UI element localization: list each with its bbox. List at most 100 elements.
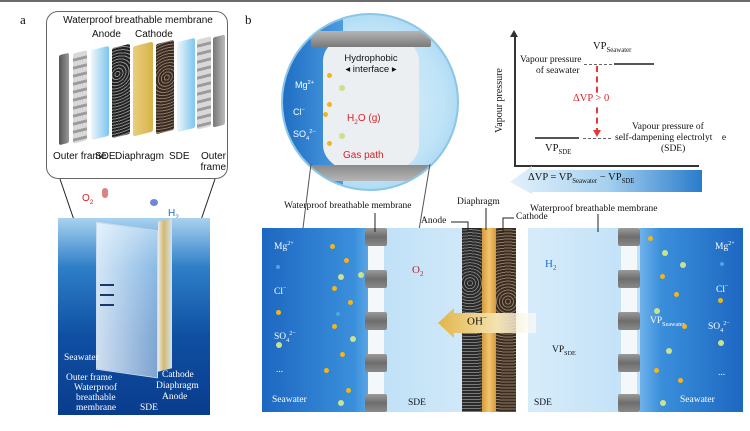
vp-sde-desc-3: (SDE)	[661, 144, 686, 154]
inset-connector-lines	[301, 163, 431, 237]
ion-dot	[350, 336, 356, 342]
vp-seawater-desc-2: of seawater	[536, 66, 580, 76]
vp-seawater-level	[614, 63, 654, 65]
ion-dot	[344, 258, 349, 263]
inset-ion-cl: Cl−	[293, 107, 305, 117]
ion-dot	[332, 324, 337, 329]
membrane-segment	[365, 228, 387, 246]
oh-arrow	[438, 308, 536, 338]
left-ion-so4: SO42−	[274, 331, 296, 345]
frame-slot	[100, 284, 114, 286]
right-ion-cl: Cl−	[716, 284, 729, 296]
ion-dot	[660, 400, 666, 406]
label-anode: Anode	[92, 29, 121, 40]
ion-dot	[348, 300, 353, 305]
label-breathable-a: breathable	[76, 393, 116, 403]
ion-dot	[718, 340, 724, 346]
label-outer-frame-right: Outer frame	[200, 151, 226, 173]
ion-dot	[339, 133, 345, 139]
frame-slot	[100, 304, 114, 306]
vp-y-axis-arrowhead	[510, 30, 518, 37]
ion-dot	[332, 286, 337, 291]
right-ion-more: ...	[718, 368, 726, 378]
ion-dot	[336, 312, 340, 316]
membrane-pore	[621, 288, 637, 312]
label-outer-frame-left: Outer frame	[53, 151, 107, 162]
label-cathode-b: Cathode	[516, 212, 548, 222]
vp-seawater-label: VPSeawater	[593, 41, 632, 55]
o2-label-b: O2	[412, 264, 424, 279]
cross-section-panel: OH− O2 H2 Mg2+ Cl− SO42− ... Mg2+ Cl− SO…	[262, 228, 743, 412]
seawater-right-region	[640, 228, 743, 412]
vp-y-axis	[514, 34, 516, 165]
membrane-segment	[365, 312, 387, 330]
ion-dot	[666, 348, 672, 354]
ion-dot	[660, 274, 665, 279]
ion-dot	[276, 265, 280, 269]
membrane-left	[365, 228, 387, 412]
membrane-pore	[368, 330, 384, 354]
ion-dot	[327, 102, 332, 107]
vp-sde-dash	[583, 138, 611, 139]
label-cathode-a: Cathode	[162, 370, 194, 380]
membrane-inset-circle: Hydrophobic◂ interface ▸ Mg2+ Cl− SO42− …	[281, 13, 459, 191]
label-anode-a: Anode	[162, 392, 188, 402]
label-anode-b: Anode	[421, 216, 447, 226]
label-diaphragm-b: Diaphragm	[457, 197, 500, 207]
membrane-pore	[368, 372, 384, 394]
label-sde-left: SDE	[95, 151, 116, 162]
inset-ion-mg: Mg2+	[295, 80, 315, 90]
ion-dot	[338, 400, 344, 406]
right-ion-so4: SO42−	[708, 321, 730, 335]
delta-vp-label: ΔVP > 0	[572, 93, 611, 104]
membrane-segment	[618, 312, 640, 330]
top-border	[0, 0, 750, 2]
membrane-segment	[365, 394, 387, 412]
membrane-segment	[365, 354, 387, 372]
label-waterproof-top: Waterproof breathable membrane	[63, 15, 213, 26]
vp-seawater-dash	[584, 64, 612, 65]
ion-dot	[327, 73, 332, 78]
left-ion-mg: Mg2+	[274, 241, 294, 253]
ion-dot	[720, 262, 724, 266]
ion-dot	[682, 324, 687, 329]
o2-bubble-icon	[102, 188, 108, 198]
h2-molecule-icon	[150, 199, 158, 206]
ion-dot	[340, 352, 345, 357]
seawater-scene-a: Seawater Outer frame Waterproof breathab…	[58, 218, 210, 415]
membrane-segment	[365, 270, 387, 288]
label-sde-a: SDE	[140, 403, 158, 413]
label-gas-path: Gas path	[343, 150, 384, 161]
membrane-segment	[618, 394, 640, 412]
ion-dot	[338, 274, 344, 280]
label-cathode: Cathode	[135, 29, 173, 40]
inset-ion-so4: SO42−	[293, 129, 316, 142]
membrane-pore	[621, 330, 637, 354]
membrane-segment	[618, 270, 640, 288]
inset-pore-bottom	[311, 165, 431, 181]
ion-dot	[324, 368, 329, 373]
o2-label-a: O2	[82, 193, 94, 206]
ion-dot	[276, 342, 282, 348]
ion-dot	[718, 298, 723, 303]
inset-gas-path	[323, 33, 419, 173]
membrane-pore	[368, 246, 384, 270]
left-ion-cl: Cl−	[274, 286, 287, 298]
ion-dot	[327, 141, 332, 146]
ion-dot	[346, 388, 351, 393]
ion-dot	[330, 244, 335, 249]
cs-vp-seawater: VPSeawater	[650, 316, 685, 328]
membrane-right	[618, 228, 640, 412]
membrane-pore	[621, 372, 637, 394]
oh-label: OH−	[467, 314, 487, 328]
membrane-segment	[618, 354, 640, 372]
ion-dot	[654, 308, 660, 314]
cs-vp-sde: VPSDE	[552, 345, 576, 357]
vp-sde-desc-1: Vapour pressure of	[632, 122, 704, 132]
ion-dot	[662, 250, 668, 256]
label-sde-right: SDE	[169, 151, 190, 162]
inset-pore-top	[311, 31, 431, 47]
vp-sde-desc-2: self-dampening electrolyt e	[615, 133, 727, 143]
ion-dot	[654, 368, 659, 373]
